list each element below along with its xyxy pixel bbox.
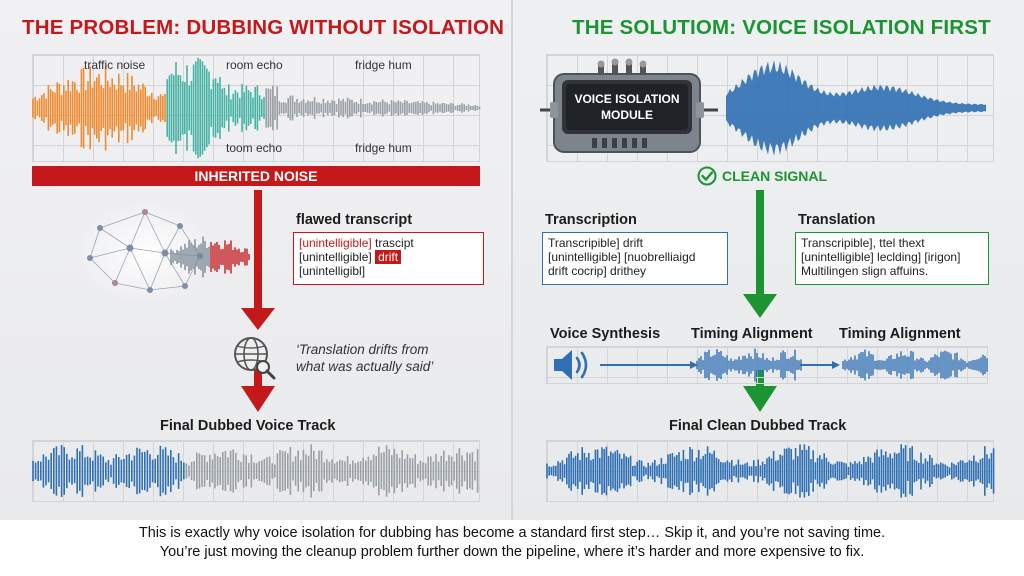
transcription-line: drift cocrip] drithey [548, 264, 647, 278]
panel-divider [511, 0, 513, 520]
neural-network-icon [75, 201, 215, 305]
flawed-transcript-title: flawed transcript [296, 212, 413, 228]
timing-alignment-label-1: Timing Alignment [691, 326, 813, 342]
unintelligible-tag: [unintelligibl] [299, 264, 366, 278]
flawed-transcript-box: [unintelligible] trascipt [unintelligibl… [293, 232, 484, 285]
footer-caption: This is exactly why voice isolation for … [0, 520, 1024, 576]
voice-isolation-module: VOICE ISOLATION MODULE [540, 58, 718, 153]
unintelligible-tag: [unintelligible] [299, 236, 372, 250]
timing-alignment-label-2: Timing Alignment [839, 326, 961, 342]
footer-line-2: You’re just moving the cleanup problem f… [159, 544, 865, 560]
quote-line-2: what was actually said’ [296, 359, 434, 374]
check-circle-icon [697, 166, 717, 186]
translation-box: Transcripible], ttel thext [unintelligib… [795, 232, 989, 285]
distorted-signal-waveform [170, 236, 250, 278]
translation-line: Transcripible], ttel thext [801, 236, 925, 250]
transcription-line: Transcripible] drift [548, 236, 643, 250]
translation-drift-quote: ‘Translation drifts from what was actual… [296, 341, 486, 375]
problem-title: THE PROBLEM: DUBBING WITHOUT ISOLATION [22, 16, 505, 39]
globe-search-icon [234, 337, 276, 380]
translation-title: Translation [798, 212, 876, 228]
synthesis-flow-arrows [600, 361, 840, 369]
speaker-icon [554, 350, 588, 380]
quote-line-1: ‘Translation drifts from [296, 342, 429, 357]
noise-label-traffic: traffic noise [84, 58, 146, 72]
unintelligible-tag: [unintelligible] [299, 250, 372, 264]
voice-synthesis-label: Voice Synthesis [550, 326, 661, 342]
drift-highlight: drift [375, 250, 402, 264]
final-dubbed-track-label: Final Dubbed Voice Track [160, 418, 336, 434]
timing-alignment-waveform-2 [842, 349, 988, 381]
transcription-title: Transcription [545, 212, 637, 228]
noise-label-room-echo-lower: toom echo [226, 141, 283, 155]
solution-title: THE SOLUTIOM: VOICE ISOLATION FIRST [572, 16, 991, 39]
module-label-line1: VOICE ISOLATION [574, 92, 679, 106]
final-clean-track-label: Final Clean Dubbed Track [669, 418, 847, 434]
clean-envelope [726, 60, 986, 156]
footer-line-1: This is exactly why voice isolation for … [138, 525, 886, 541]
final-clean-waveform [546, 444, 995, 498]
noise-label-fridge-hum-lower: fridge hum [355, 141, 412, 155]
clean-waveform [726, 60, 986, 156]
final-dubbed-waveform [32, 444, 479, 498]
transcription-box: Transcripible] drift [unintelligible] [n… [542, 232, 728, 285]
transcript-text: trascipt [371, 236, 414, 250]
translation-line: [unintelligible] leclding] [irigon] [801, 250, 961, 264]
module-label-line2: MODULE [601, 108, 653, 122]
noise-label-fridge-hum: fridge hum [355, 58, 412, 72]
clean-signal-label: CLEAN SIGNAL [722, 168, 827, 184]
transcription-line: [unintelligible] [nuobrelliaigd [548, 250, 696, 264]
timing-alignment-waveform-1 [696, 348, 802, 382]
noise-label-room-echo: room echo [226, 58, 283, 72]
red-down-arrow [241, 190, 275, 412]
noisy-waveform [32, 57, 481, 159]
inherited-noise-banner: INHERITED NOISE [32, 166, 480, 186]
translation-line: Multilingen slign affuins. [801, 264, 929, 278]
